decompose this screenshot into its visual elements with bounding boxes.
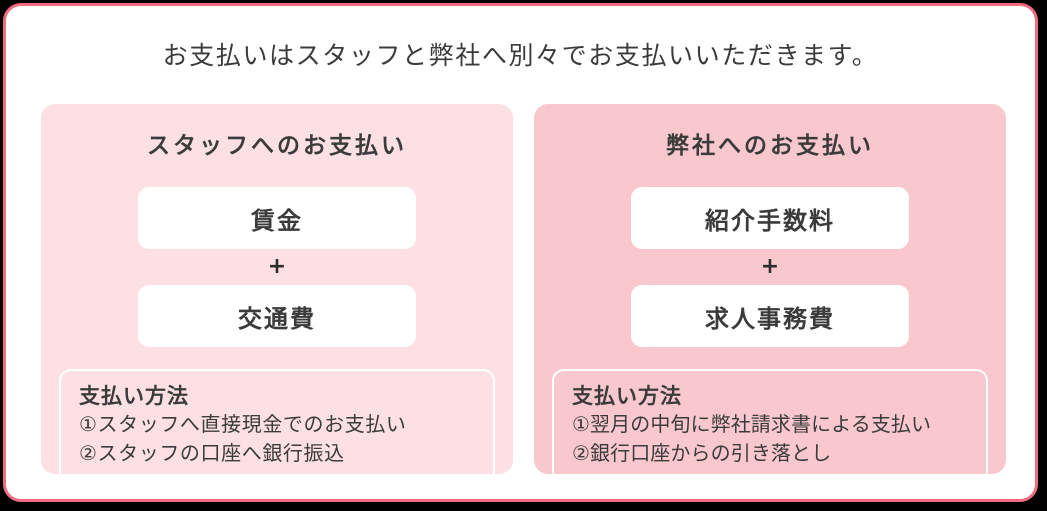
company-payment-method-title: 支払い方法 xyxy=(572,384,682,408)
company-payment-method-line-2: ②銀行口座からの引き落とし xyxy=(572,441,832,465)
staff-item-wage: 賃金 xyxy=(138,187,416,249)
payment-panels-container: スタッフへのお支払い 賃金 + 交通費 支払い方法 ①スタッフへ直接現金でのお支… xyxy=(41,104,1006,483)
staff-payment-method-line-1: ①スタッフへ直接現金でのお支払い xyxy=(79,412,407,436)
staff-plus-separator-icon: + xyxy=(267,254,287,279)
company-plus-separator-icon: + xyxy=(760,254,780,279)
staff-item-transportation-label: 交通費 xyxy=(238,304,316,333)
payment-info-card: お支払いはスタッフと弊社へ別々でお支払いいただきます。 スタッフへのお支払い 賃… xyxy=(3,3,1038,502)
panel-staff-title: スタッフへのお支払い xyxy=(147,133,407,159)
panel-staff-payment: スタッフへのお支払い 賃金 + 交通費 支払い方法 ①スタッフへ直接現金でのお支… xyxy=(41,104,513,483)
staff-payment-method-title: 支払い方法 xyxy=(79,384,189,408)
staff-item-transportation: 交通費 xyxy=(138,285,416,347)
staff-item-wage-label: 賃金 xyxy=(251,206,303,235)
page-title: お支払いはスタッフと弊社へ別々でお支払いいただきます。 xyxy=(162,41,879,70)
company-item-recruiting-admin-fee: 求人事務費 xyxy=(631,285,909,347)
panel-company-title: 弊社へのお支払い xyxy=(666,133,874,159)
panel-company-payment: 弊社へのお支払い 紹介手数料 + 求人事務費 支払い方法 ①翌月の中旬に弊社請求… xyxy=(534,104,1006,483)
staff-payment-method-box: 支払い方法 ①スタッフへ直接現金でのお支払い ②スタッフの口座へ銀行振込 xyxy=(59,369,495,483)
company-payment-method-line-1: ①翌月の中旬に弊社請求書による支払い xyxy=(572,412,932,436)
company-item-recruiting-admin-fee-label: 求人事務費 xyxy=(705,304,835,333)
staff-payment-method-line-2: ②スタッフの口座へ銀行振込 xyxy=(79,441,345,465)
company-item-referral-fee: 紹介手数料 xyxy=(631,187,909,249)
company-payment-method-box: 支払い方法 ①翌月の中旬に弊社請求書による支払い ②銀行口座からの引き落とし xyxy=(552,369,988,483)
company-item-referral-fee-label: 紹介手数料 xyxy=(705,206,835,235)
